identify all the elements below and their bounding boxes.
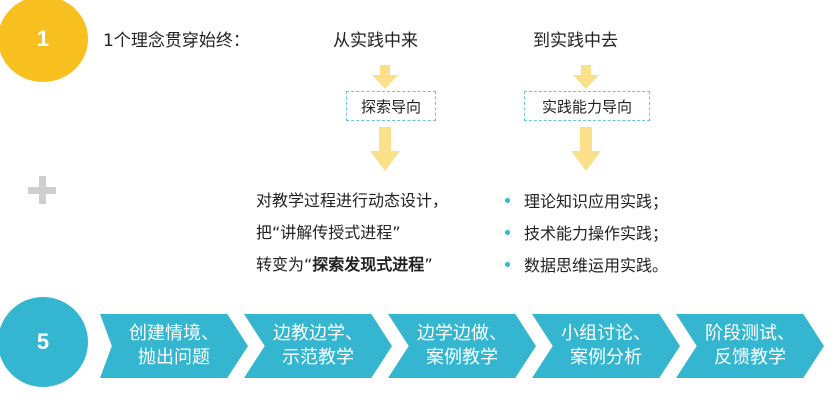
left-text-line-3: 转变为“探索发现式进程” <box>256 257 433 273</box>
process-step-line-2: 示范教学 <box>282 347 354 368</box>
process-step-3: 边学边做、案例教学 <box>388 314 536 378</box>
bullet-icon <box>505 229 510 235</box>
practical-ability-orientation-label: 实践能力导向 <box>541 97 632 116</box>
step-badge-1-label: 1 <box>36 26 50 51</box>
process-step-line-1: 边教边学、 <box>273 322 363 344</box>
step-badge-1: 1 <box>0 0 88 82</box>
bullet-icon <box>505 197 510 203</box>
process-step-line-2: 反馈教学 <box>714 347 786 368</box>
practical-ability-orientation-box: 实践能力导向 <box>524 91 650 121</box>
left-text-emphasis: 探索发现式进程 <box>312 255 425 274</box>
down-arrow-icon <box>370 127 400 171</box>
process-step-line-1: 创建情境、 <box>129 322 219 344</box>
process-step-line-2: 案例教学 <box>426 347 498 368</box>
process-step-line-2: 抛出问题 <box>138 347 210 368</box>
left-text-line-1: 对教学过程进行动态设计， <box>256 191 449 210</box>
list-item: 数据思维运用实践。 <box>505 252 668 276</box>
exploration-orientation-box: 探索导向 <box>346 91 436 121</box>
process-step-4: 小组讨论、案例分析 <box>532 314 680 378</box>
step-badge-5: 5 <box>0 297 88 387</box>
down-arrow-icon <box>573 65 599 89</box>
list-item-label: 技术能力操作实践； <box>524 224 669 243</box>
process-step-1: 创建情境、抛出问题 <box>100 314 248 378</box>
process-step-line-2: 案例分析 <box>570 347 642 368</box>
left-text-line-2: 把“讲解传授式进程” <box>256 223 401 242</box>
down-arrow-icon <box>571 127 601 171</box>
list-item-label: 理论知识应用实践； <box>524 192 669 211</box>
plus-icon <box>28 176 56 204</box>
list-item: 理论知识应用实践； <box>505 188 668 212</box>
process-step-2: 边教边学、示范教学 <box>244 314 392 378</box>
process-step-5: 阶段测试、反馈教学 <box>676 314 824 378</box>
process-step-line-1: 小组讨论、 <box>561 322 651 344</box>
process-step-line-1: 边学边做、 <box>417 322 507 344</box>
idea-label: 1个理念贯穿始终： <box>103 31 250 51</box>
left-text-line-3-prefix: 转变为“ <box>256 255 313 274</box>
step-badge-5-label: 5 <box>36 329 50 354</box>
down-arrow-icon <box>372 65 398 89</box>
left-text-line-3-suffix: ” <box>424 255 433 274</box>
exploration-orientation-label: 探索导向 <box>360 97 421 116</box>
right-heading: 到实践中去 <box>533 31 618 51</box>
list-item: 技术能力操作实践； <box>505 220 668 244</box>
process-step-line-1: 阶段测试、 <box>705 322 795 344</box>
bullet-icon <box>505 261 510 267</box>
list-item-label: 数据思维运用实践。 <box>524 256 669 275</box>
left-heading: 从实践中来 <box>333 31 418 51</box>
